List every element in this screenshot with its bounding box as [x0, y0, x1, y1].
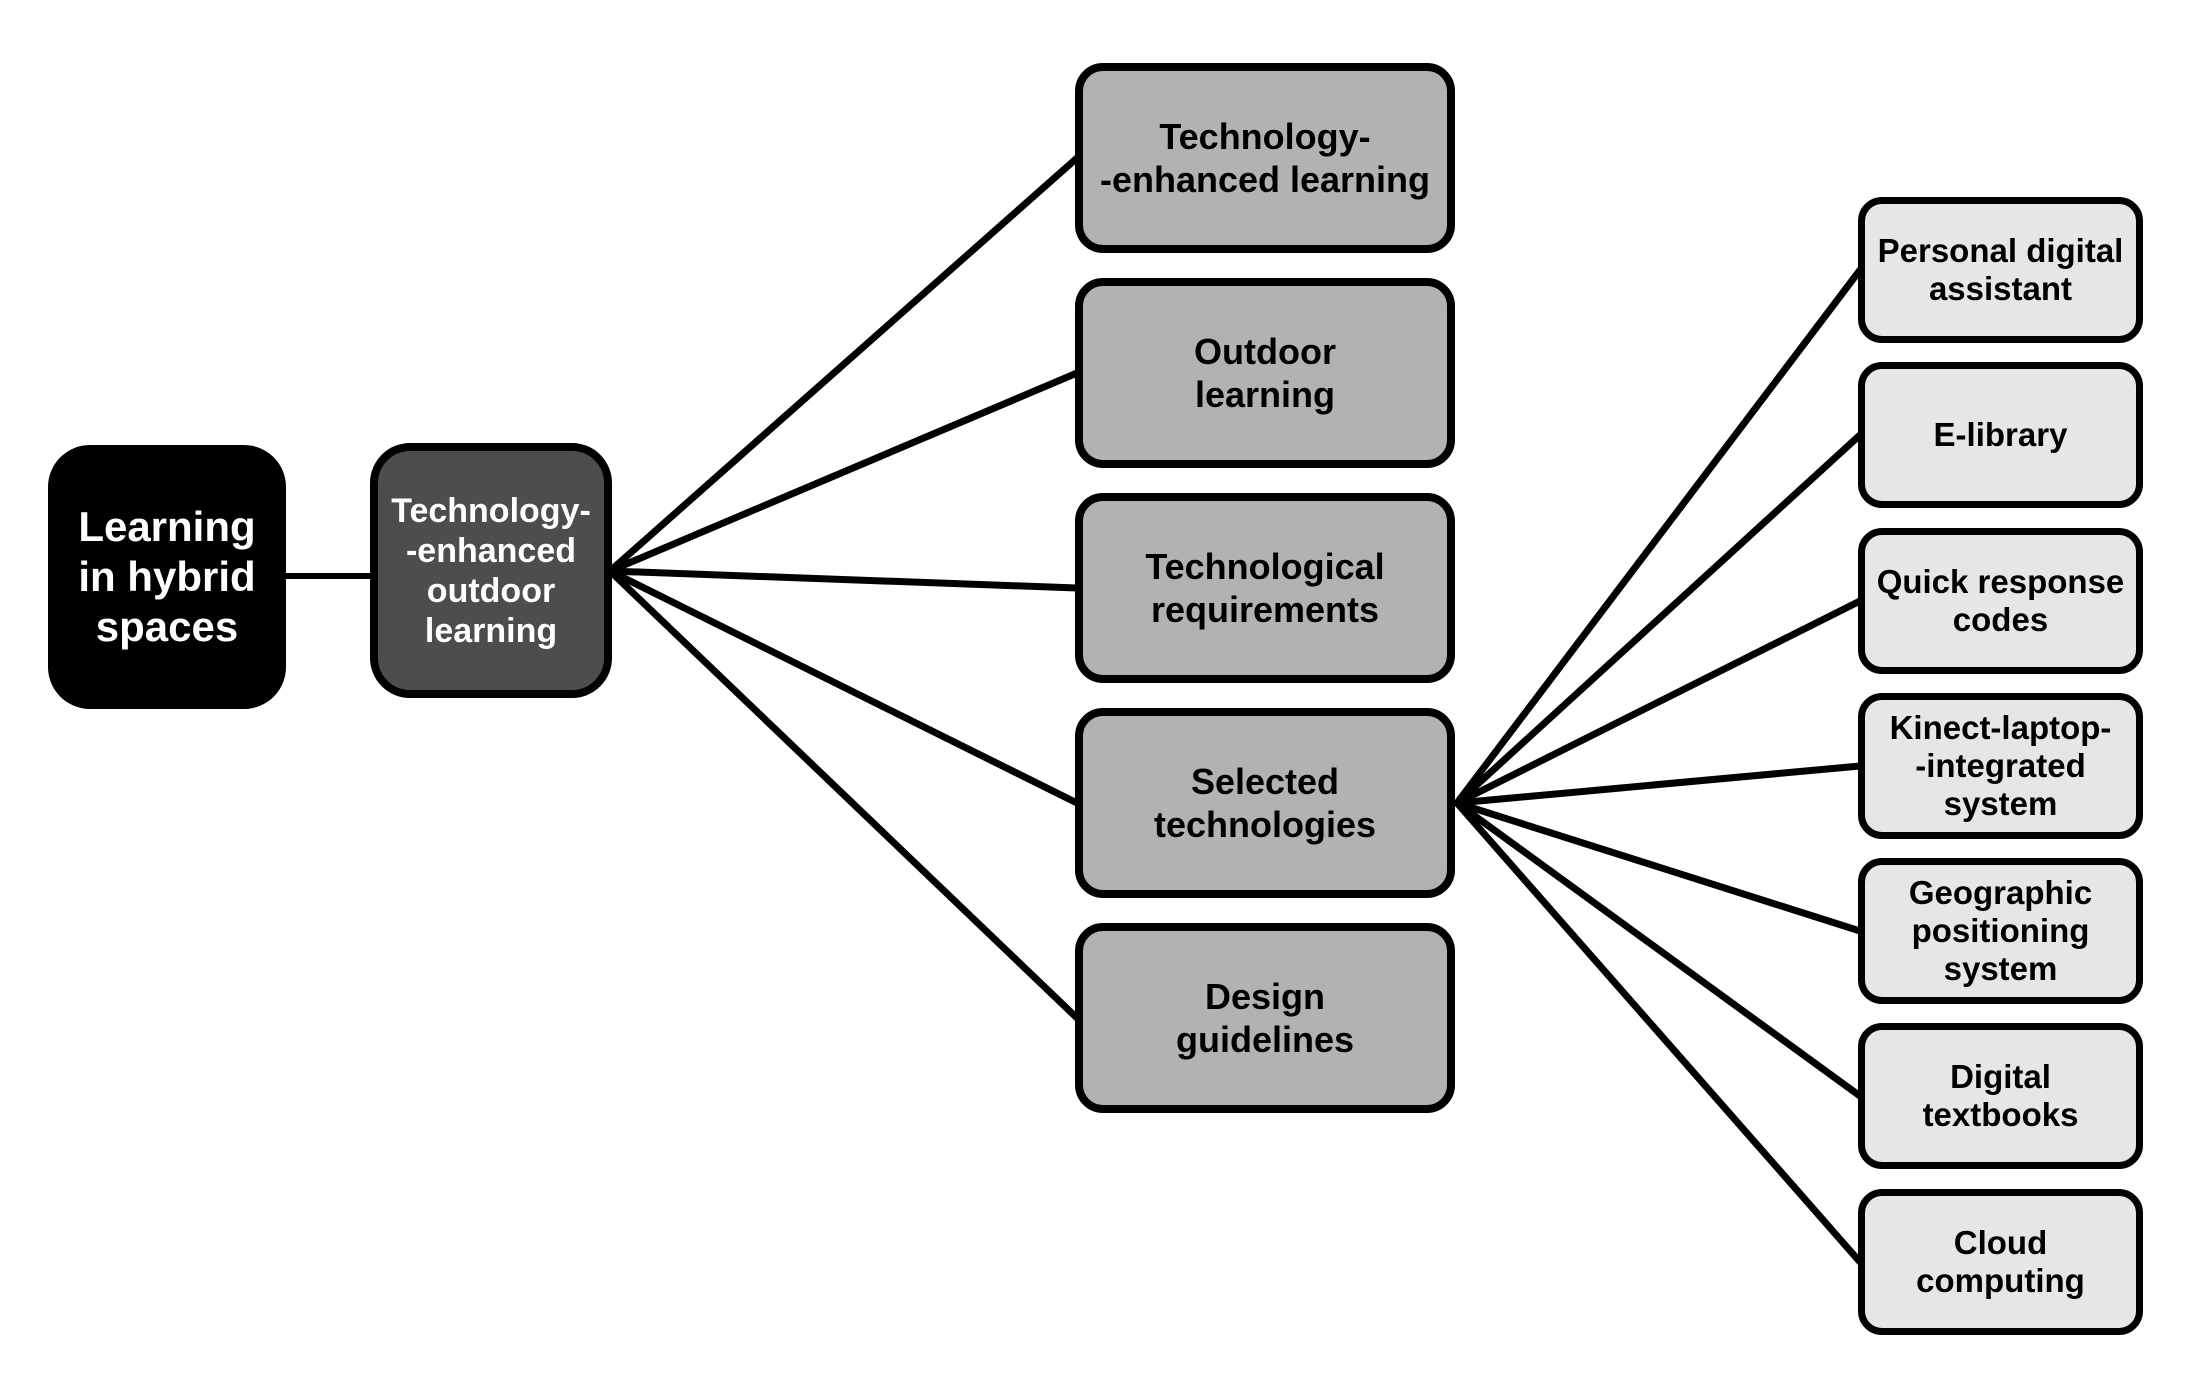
- connector-line: [1453, 762, 1864, 807]
- node-design-guidelines: Design guidelines: [1075, 923, 1455, 1113]
- connector-line: [606, 154, 1081, 575]
- node-digital-textbooks: Digital textbooks: [1858, 1023, 2143, 1169]
- node-geographic-positioning-system: Geographic positioning system: [1858, 858, 2143, 1004]
- node-selected-technologies: Selected technologies: [1075, 708, 1455, 898]
- connector-line: [1453, 266, 1864, 807]
- node-technology-enhanced-learning: Technology- -enhanced learning: [1075, 63, 1455, 253]
- node-personal-digital-assistant: Personal digital assistant: [1858, 197, 2143, 343]
- connector-line: [1453, 799, 1864, 935]
- connector-line: [1453, 431, 1864, 807]
- edge-group-level1-fan: [606, 154, 1081, 1022]
- node-kinect-laptop-integrated-system: Kinect-laptop- -integrated system: [1858, 693, 2143, 839]
- connector-line: [1453, 597, 1864, 807]
- connector-line: [606, 567, 1081, 1022]
- node-cloud-computing: Cloud computing: [1858, 1189, 2143, 1335]
- node-quick-response-codes: Quick response codes: [1858, 528, 2143, 674]
- connector-line: [606, 567, 1081, 807]
- connector-line: [606, 567, 1081, 592]
- node-learning-in-hybrid-spaces: Learning in hybrid spaces: [48, 445, 286, 709]
- node-outdoor-learning: Outdoor learning: [1075, 278, 1455, 468]
- connector-line: [1453, 799, 1864, 1100]
- edge-group-selected-technologies-fan: [1453, 266, 1864, 1266]
- node-technological-requirements: Technological requirements: [1075, 493, 1455, 683]
- node-e-library: E-library: [1858, 362, 2143, 508]
- node-technology-enhanced-outdoor-learning: Technology- -enhanced outdoor learning: [370, 443, 612, 698]
- connector-line: [606, 369, 1081, 575]
- connector-line: [1453, 799, 1864, 1266]
